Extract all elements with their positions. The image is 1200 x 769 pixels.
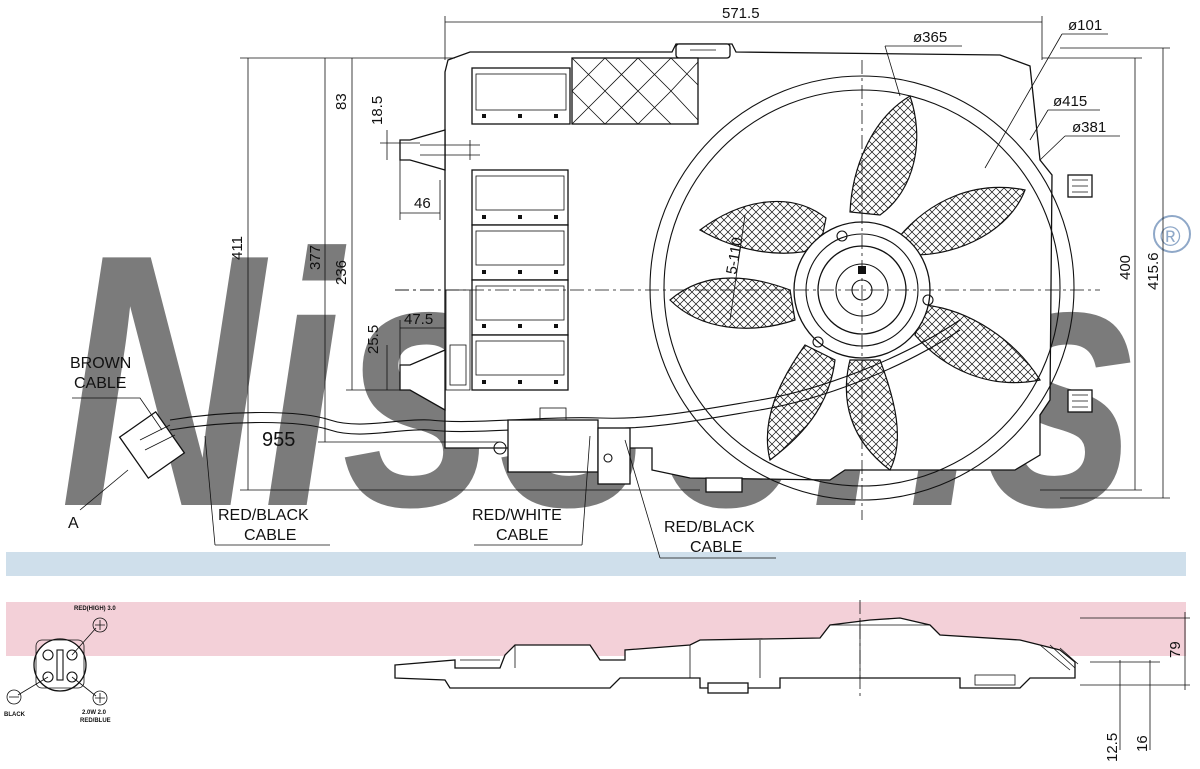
connector-top-label: RED(HIGH) 3.0 — [74, 606, 116, 612]
fan-blades — [669, 95, 1041, 471]
registered-mark-ring — [1153, 215, 1191, 253]
label-red-black-right-2: CABLE — [690, 539, 742, 556]
dim-height-377: 377 — [307, 245, 324, 270]
dim-height-236: 236 — [333, 260, 350, 285]
resistor-module — [493, 407, 631, 485]
label-red-white-2: CABLE — [496, 527, 548, 544]
side-view — [394, 600, 1190, 750]
label-brown-cable-1: BROWN — [70, 355, 131, 372]
dim-depth-79: 79 — [1167, 641, 1184, 658]
dim-46: 46 — [414, 195, 431, 212]
dim-cable-length: 955 — [262, 429, 295, 451]
label-brown-cable-2: CABLE — [74, 375, 126, 392]
label-red-black-right-1: RED/BLACK — [664, 519, 755, 536]
dim-overall-width: 571.5 — [722, 5, 760, 22]
dim-18-5: 18.5 — [369, 96, 386, 125]
dim-47-5: 47.5 — [404, 311, 433, 328]
callout-leaders — [72, 397, 776, 559]
dim-hub-dia: ø101 — [1068, 17, 1102, 34]
dim-ring-outer-dia: ø415 — [1053, 93, 1087, 110]
dim-25-5: 25.5 — [365, 325, 382, 354]
dimension-lines — [240, 16, 1170, 499]
dim-height-415-6: 415.6 — [1145, 252, 1162, 290]
dim-16: 16 — [1134, 735, 1151, 752]
dim-12-5: 12.5 — [1104, 733, 1121, 762]
centerlines — [395, 60, 1100, 520]
dim-fan-blade-dia: ø365 — [913, 29, 947, 46]
dim-height-400: 400 — [1117, 255, 1134, 280]
dim-ring-inner-dia: ø381 — [1072, 119, 1106, 136]
connector-bottom-label-1: 2.0W 2.0 — [82, 710, 107, 716]
connector-view — [6, 617, 108, 706]
label-red-white-1: RED/WHITE — [472, 507, 562, 524]
label-red-black-left-2: CABLE — [244, 527, 296, 544]
label-view-a: A — [68, 515, 79, 532]
blue-band — [6, 552, 1186, 576]
dim-83: 83 — [333, 93, 350, 110]
dim-height-411: 411 — [229, 236, 246, 260]
connector-bottom-label-2: RED/BLUE — [80, 718, 111, 724]
dim-mount-holes: 5-110 — [723, 236, 746, 276]
label-red-black-left-1: RED/BLACK — [218, 507, 309, 524]
connector-black-label: BLACK — [4, 712, 26, 718]
registered-mark: ® — [1160, 221, 1181, 252]
